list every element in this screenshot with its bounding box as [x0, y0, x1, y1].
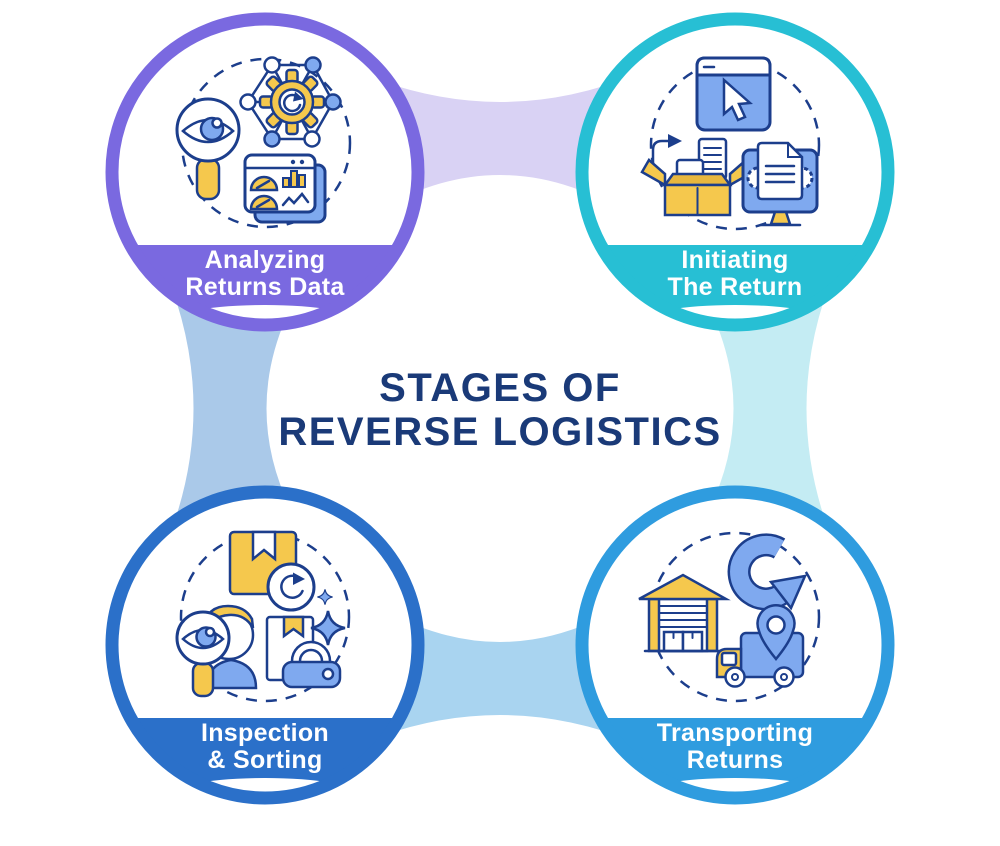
gear-network-icon: [239, 56, 342, 148]
stage-ring: [105, 12, 425, 332]
stage-label-line2: Returns Data: [185, 273, 345, 301]
stage-node-initiating-the-return: Initiating The Return: [575, 12, 895, 332]
stage-label-line2: The Return: [668, 273, 803, 301]
inspection-icon-group: [175, 530, 351, 703]
diagram-title-line2: REVERSE LOGISTICS: [278, 410, 722, 454]
transport-icon-group: [638, 531, 821, 703]
diagram-title: STAGES OF REVERSE LOGISTICS: [0, 366, 1000, 454]
sparkle-icon: [310, 589, 346, 646]
stage-node-transporting-returns: Transporting Returns: [575, 485, 895, 805]
return-initiation-icon-group: [640, 56, 821, 231]
stage-label-line1: Initiating: [681, 246, 788, 274]
stage-node-inspection-and-sorting: Inspection & Sorting: [105, 485, 425, 805]
browser-cursor-icon: [695, 56, 772, 132]
analytics-icon-group: [175, 56, 352, 229]
analytics-dashboard-icon: [243, 153, 327, 224]
diagram-title-line1: STAGES OF: [379, 366, 621, 410]
delivery-truck-pin-icon: [715, 604, 805, 688]
stage-ring: [575, 485, 895, 805]
tape-box-icon: [265, 615, 342, 689]
dashed-circle: [179, 531, 351, 703]
monitor-document-icon: [741, 141, 819, 227]
stage-ring: [575, 12, 895, 332]
stage-label-line2: & Sorting: [207, 746, 322, 774]
stage-label-line2: Returns: [687, 746, 784, 774]
inspector-magnifier-icon: [175, 604, 258, 698]
return-arrow-icon: [266, 562, 316, 612]
dashed-circle: [649, 59, 821, 231]
stage-label-line1: Inspection: [201, 719, 329, 747]
circular-arrow-icon: [727, 533, 808, 611]
warehouse-icon: [638, 573, 731, 653]
stage-ring: [105, 485, 425, 805]
stage-node-analyzing-returns-data: Analyzing Returns Data: [105, 12, 425, 332]
magnifying-glass-eye-icon: [175, 97, 241, 201]
stage-label-line1: Analyzing: [205, 246, 326, 274]
stage-label-line1: Transporting: [657, 719, 813, 747]
